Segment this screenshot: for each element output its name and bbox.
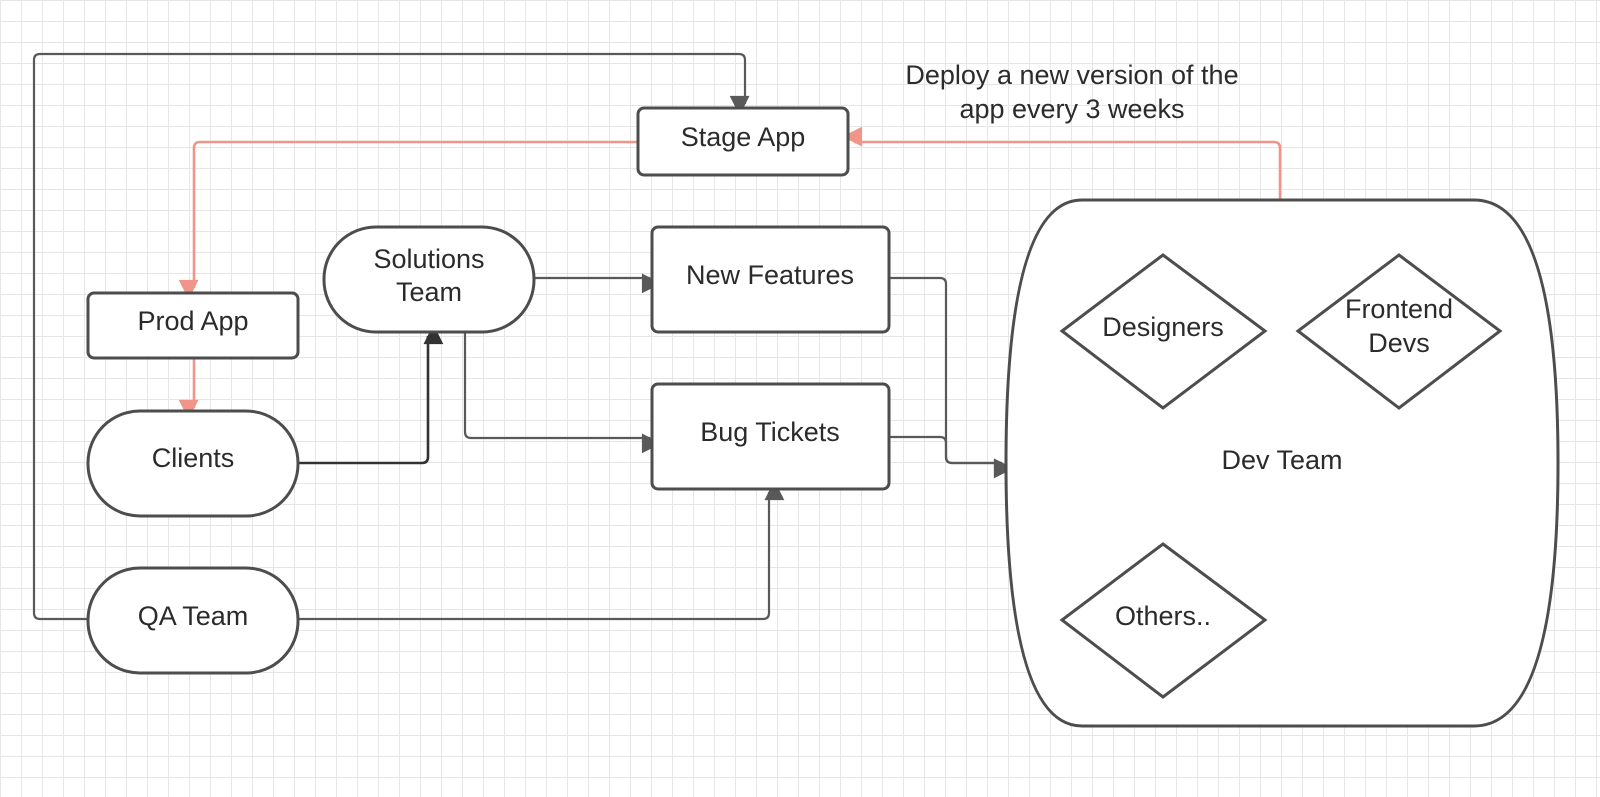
connector-qa-to-bugs	[298, 480, 785, 621]
prod-app-node: Prod App	[86, 291, 300, 360]
new-features-node: New Features	[650, 225, 891, 334]
stage-app-label: Stage App	[681, 122, 806, 152]
dev-team-node: Dev Team	[1004, 198, 1560, 728]
designers-node: Designers	[1059, 253, 1268, 410]
deploy-note-line1: Deploy a new version of the	[905, 60, 1238, 90]
solutions-team-label-line1: Solutions	[373, 244, 484, 274]
frontend-devs-label-line2: Devs	[1368, 328, 1430, 358]
prod-app-label: Prod App	[137, 306, 248, 336]
designers-label: Designers	[1102, 312, 1224, 342]
connector-solutions-to-bugs	[463, 332, 662, 454]
connector-features-to-dev	[889, 276, 1014, 479]
bug-tickets-node: Bug Tickets	[650, 382, 891, 491]
connector-clients-to-solutions	[298, 324, 444, 465]
clients-label: Clients	[152, 443, 235, 473]
others-label: Others..	[1115, 601, 1211, 631]
deploy-note-line2: app every 3 weeks	[959, 94, 1184, 124]
connector-dev-to-stage	[842, 126, 1282, 200]
connector-stage-to-prod	[178, 140, 638, 300]
bug-tickets-label: Bug Tickets	[700, 417, 840, 447]
connector-qa-to-stage-app	[32, 52, 750, 621]
deploy-note: Deploy a new version of the app every 3 …	[905, 60, 1238, 124]
frontend-devs-label-line1: Frontend	[1345, 294, 1453, 324]
dev-team-label: Dev Team	[1221, 445, 1342, 475]
qa-team-node: QA Team	[86, 566, 300, 675]
others-node: Others..	[1059, 542, 1268, 699]
connector-bugs-to-dev	[889, 435, 1014, 479]
solutions-team-node: Solutions Team	[322, 225, 536, 334]
qa-team-label: QA Team	[138, 601, 249, 631]
new-features-label: New Features	[686, 260, 854, 290]
solutions-team-label-line2: Team	[396, 277, 462, 307]
stage-app-node: Stage App	[636, 106, 850, 177]
frontend-devs-node: Frontend Devs	[1295, 253, 1503, 410]
clients-node: Clients	[86, 409, 300, 518]
